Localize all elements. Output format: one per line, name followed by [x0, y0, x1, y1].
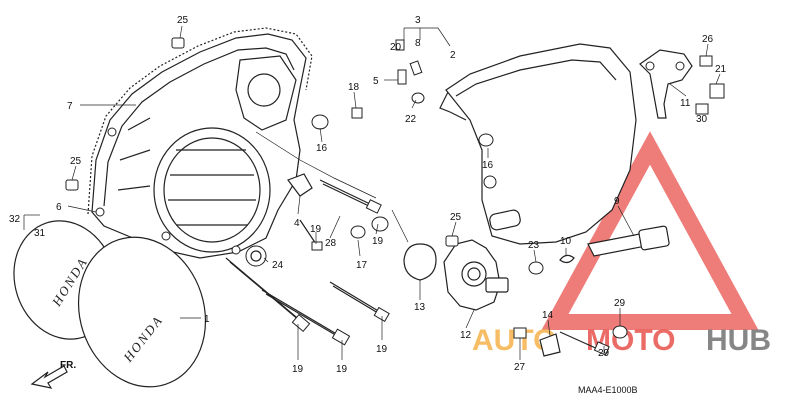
center-shroud-cover: [439, 43, 637, 245]
long-bolts: [225, 179, 610, 356]
callout-labels: 25 7 25 6 32 31 1 3 20 8 2 5 22 18 16 16…: [9, 15, 727, 375]
cover-gasket: [87, 27, 313, 215]
callout-24: 24: [272, 260, 284, 271]
callout-26: 26: [702, 34, 714, 45]
callout-14: 14: [542, 310, 554, 321]
callout-29: 29: [598, 348, 610, 359]
callout-30: 30: [696, 114, 708, 125]
callout-19: 19: [376, 344, 388, 355]
direction-label: FR.: [60, 360, 76, 371]
left-crankcase-cover: [91, 33, 307, 259]
watermark-hub: HUB: [706, 324, 771, 357]
small-parts: [65, 37, 725, 357]
callout-13: 13: [414, 302, 426, 313]
front-direction-arrow: FR.: [30, 360, 76, 389]
callout-4: 4: [294, 218, 300, 229]
watermark-triangle: [541, 131, 759, 330]
callout-31: 31: [34, 228, 46, 239]
callout-12: 12: [460, 330, 472, 341]
callout-19: 19: [372, 236, 384, 247]
callout-17: 17: [356, 260, 368, 271]
callout-25: 25: [450, 212, 462, 223]
callout-10: 10: [560, 236, 572, 247]
callout-27: 27: [514, 362, 526, 373]
shaft-part: [559, 225, 670, 264]
callout-22: 22: [405, 114, 417, 125]
callout-25: 25: [70, 156, 82, 167]
callout-25: 25: [177, 15, 189, 26]
callout-19: 19: [310, 224, 322, 235]
pump-housing: [443, 239, 509, 311]
callout-7: 7: [67, 101, 73, 112]
callout-19: 19: [336, 364, 348, 375]
callout-5: 5: [373, 76, 379, 87]
callout-19: 19: [292, 364, 304, 375]
callout-18: 18: [348, 82, 360, 93]
callout-32: 32: [9, 214, 21, 225]
callout-2: 2: [450, 50, 456, 61]
bracket-part: [639, 49, 693, 119]
leader-lines: [23, 25, 721, 360]
callout-21: 21: [715, 64, 727, 75]
cap-cover-front: HONDA: [77, 236, 207, 388]
callout-20: 20: [390, 42, 402, 53]
callout-23: 23: [528, 240, 540, 251]
callout-16: 16: [316, 143, 328, 154]
callout-11: 11: [680, 98, 691, 109]
callout-6: 6: [56, 202, 62, 213]
diagram-code: MAA4-E1000B: [578, 385, 638, 395]
callout-1: 1: [204, 314, 210, 325]
o-ring: [403, 243, 437, 281]
callout-3: 3: [415, 15, 421, 26]
callout-16: 16: [482, 160, 494, 171]
callout-9: 9: [614, 196, 620, 207]
callout-29: 29: [614, 298, 626, 309]
callout-28: 28: [325, 238, 337, 249]
callout-8: 8: [415, 38, 421, 49]
